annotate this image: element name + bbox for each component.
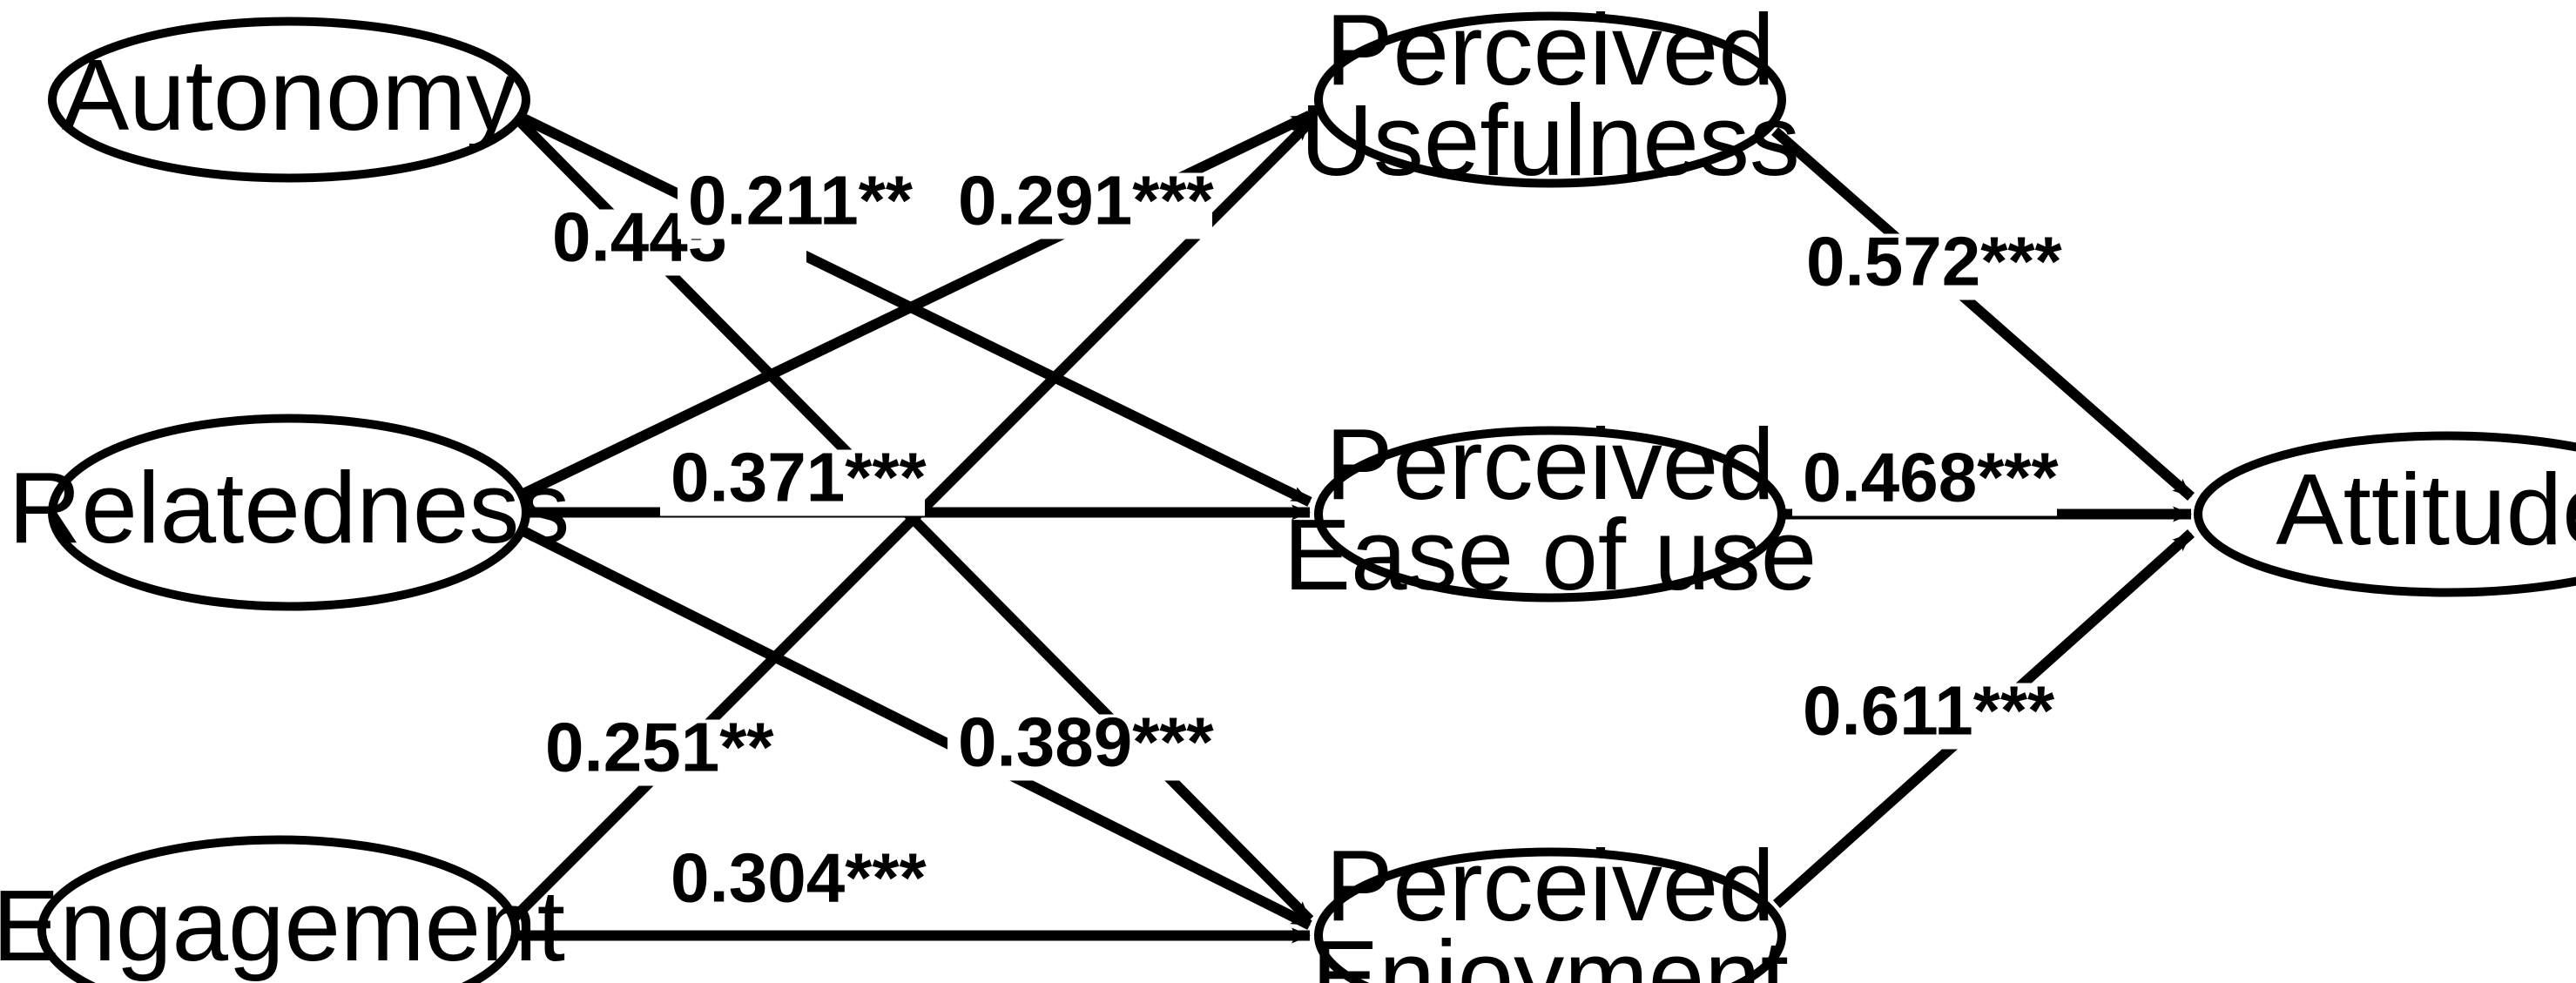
node-autonomy[interactable]: Autonomy [48, 17, 530, 183]
coef-engagement-to-enjoyment: 0.304*** [660, 839, 927, 917]
node-perceived-usefulness-label-line2: Usefulness [1300, 84, 1800, 197]
coef-label-text: 0.389*** [958, 704, 1214, 781]
node-perceived-enjoyment-label-line2: Enjoyment [1312, 919, 1789, 983]
node-perceived-ease-of-use-label-line1: Perceived [1325, 407, 1775, 521]
coef-enjoyment-to-attitude: 0.611*** [1792, 672, 2057, 750]
node-perceived-enjoyment-ellipse[interactable] [1314, 847, 1786, 983]
coef-autonomy-to-easeofuse: 0.211** [678, 162, 914, 239]
node-engagement-ellipse[interactable] [37, 835, 520, 983]
node-perceived-ease-of-use[interactable]: Perceived Ease of use [1284, 407, 1817, 611]
coef-label-text: 0.211** [688, 162, 914, 239]
coef-label-text: 0.468*** [1803, 439, 2059, 516]
node-attitude-ellipse[interactable] [2194, 431, 2576, 597]
node-engagement-label: Engagement [0, 869, 565, 982]
node-relatedness[interactable]: Relatedness [9, 414, 570, 611]
node-autonomy-ellipse[interactable] [48, 17, 530, 183]
node-attitude-label: Attitude [2276, 453, 2576, 566]
coef-relatedness-to-usefulness: 0.291*** [947, 162, 1214, 239]
coef-label-text: 0.251** [545, 709, 774, 786]
edge-relatedness-to-enjoyment [522, 527, 1312, 930]
node-relatedness-label: Relatedness [9, 451, 570, 564]
node-autonomy-label: Autonomy [62, 38, 516, 151]
node-perceived-usefulness-label-line1: Perceived [1325, 0, 1775, 106]
coef-label-text: 0.611*** [1803, 672, 2055, 750]
node-perceived-enjoyment[interactable]: Perceived Enjoyment [1312, 829, 1789, 983]
coef-easeofuse-to-attitude: 0.468*** [1792, 439, 2059, 516]
node-perceived-ease-of-use-ellipse[interactable] [1314, 426, 1786, 603]
node-perceived-usefulness[interactable]: Perceived Usefulness [1300, 0, 1800, 197]
coefficient-labels-group: 0.445*** 0.211** 0.291*** 0.371*** 0.389… [535, 162, 2062, 917]
node-attitude[interactable]: Attitude [2194, 431, 2576, 597]
coef-relatedness-to-enjoyment: 0.389*** [947, 704, 1214, 781]
node-perceived-ease-of-use-label-line2: Ease of use [1284, 498, 1817, 611]
node-perceived-enjoyment-label-line1: Perceived [1325, 829, 1775, 942]
coef-label-text: 0.304*** [671, 839, 927, 917]
node-engagement[interactable]: Engagement [0, 835, 565, 983]
node-relatedness-ellipse[interactable] [48, 414, 530, 611]
coef-label-text: 0.371*** [671, 439, 927, 516]
coef-autonomy-to-enjoyment: 0.445*** [542, 199, 808, 276]
edge-usefulness-to-attitude [1771, 126, 2195, 502]
coef-usefulness-to-attitude: 0.572*** [1796, 223, 2062, 300]
coef-label-text: 0.572*** [1806, 223, 2062, 300]
coef-label-text: 0.291*** [958, 162, 1214, 239]
coef-relatedness-to-easeofuse: 0.371*** [660, 439, 927, 516]
coef-engagement-to-usefulness: 0.251** [535, 709, 774, 786]
node-perceived-usefulness-ellipse[interactable] [1314, 11, 1786, 188]
